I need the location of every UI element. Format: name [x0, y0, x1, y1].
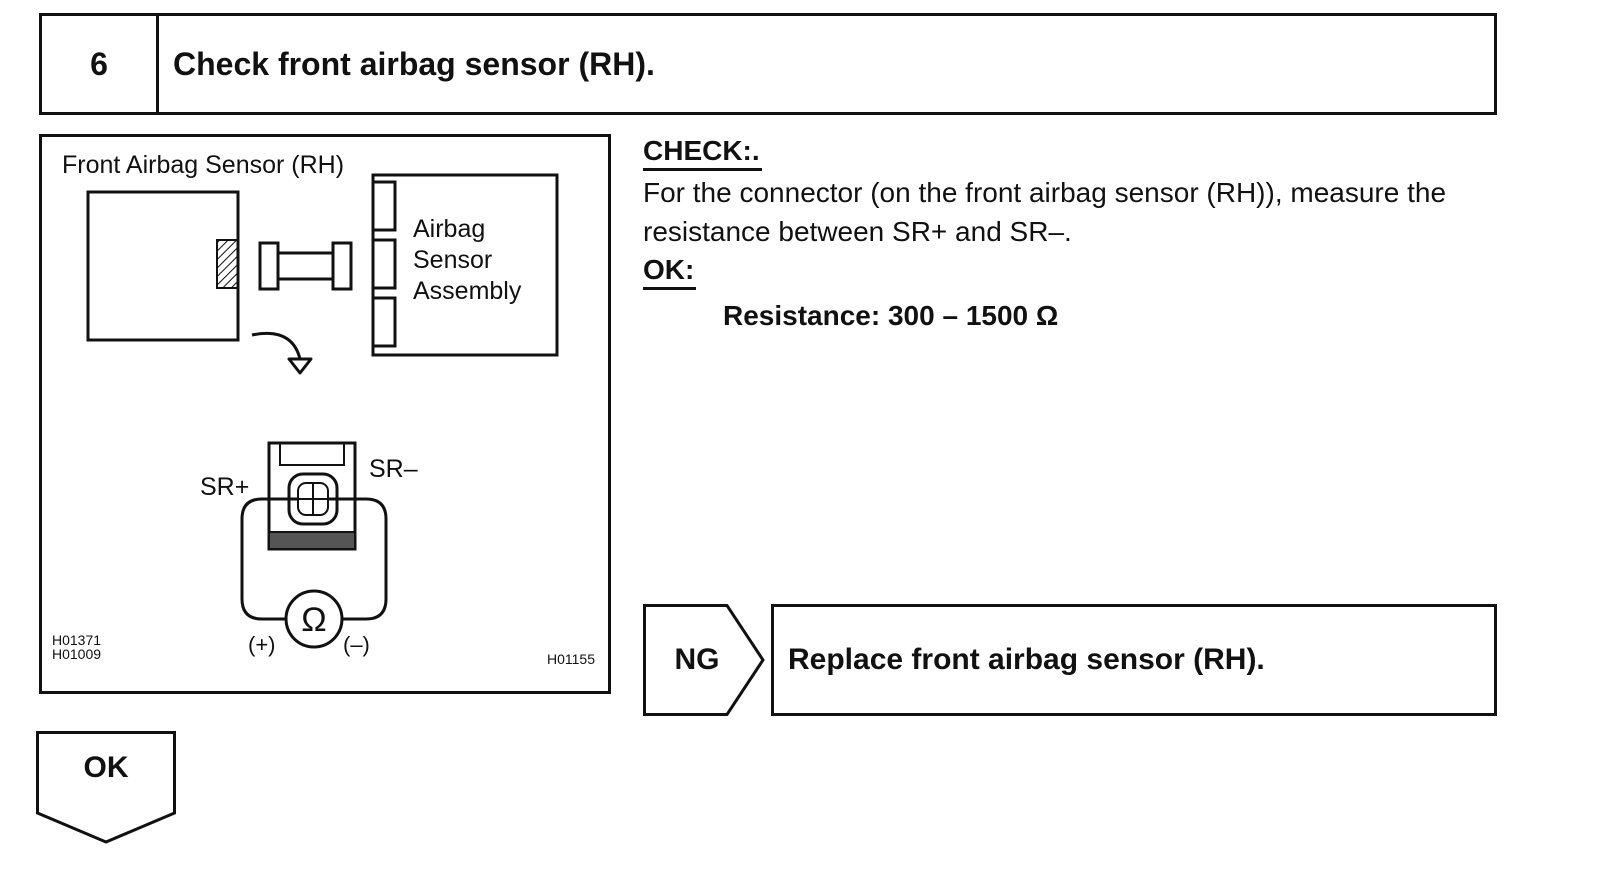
ng-label: NG [674, 643, 720, 676]
sensor-connector-port [216, 239, 239, 289]
step-header: 6 Check front airbag sensor (RH). [39, 13, 1497, 115]
curved-arrow-icon [251, 331, 313, 375]
connector-plug [258, 241, 353, 291]
ok-heading: OK: [643, 253, 697, 290]
front-sensor-body [86, 190, 240, 342]
ohmmeter-icon [284, 589, 344, 649]
sensor-illustration: Front Airbag Sensor (RH) Airbag Sensor A… [39, 134, 611, 694]
probe-lead-negative [328, 497, 388, 621]
assembly-label: Airbag Sensor Assembly [413, 215, 522, 305]
ref-code-3: H01155 [547, 651, 595, 667]
ok-label: OK [83, 751, 129, 784]
meter-negative-label: (–) [343, 632, 370, 657]
step-number: 6 [42, 16, 159, 112]
step-title: Check front airbag sensor (RH). [173, 45, 655, 82]
ok-arrow-shape [36, 731, 176, 844]
figure-title: Front Airbag Sensor (RH) [62, 151, 344, 179]
connector-diagram: Front Airbag Sensor (RH) Airbag Sensor A… [52, 151, 595, 667]
check-instructions: For the connector (on the front airbag s… [643, 177, 1447, 247]
resistance-spec: Resistance: 300 – 1500 Ω [723, 300, 1059, 331]
ng-branch: NG Replace front airbag sensor (RH). [643, 604, 1503, 716]
terminal-connector [267, 441, 357, 551]
ng-arrow-shape [643, 604, 765, 716]
terminal-sr-minus-label: SR– [369, 455, 418, 483]
terminal-sr-plus-label: SR+ [200, 473, 249, 501]
meter-positive-label: (+) [248, 632, 276, 657]
check-section: CHECK:. For the connector (on the front … [643, 134, 1503, 332]
ng-result: Replace front airbag sensor (RH). [771, 604, 1497, 716]
ohm-symbol: Ω [301, 601, 326, 639]
probe-lead-positive [240, 497, 298, 621]
ref-code-2: H01009 [52, 646, 101, 662]
ref-code-1: H01371 [52, 632, 101, 648]
check-heading: CHECK:. [643, 134, 762, 171]
ok-branch: OK [36, 731, 176, 845]
